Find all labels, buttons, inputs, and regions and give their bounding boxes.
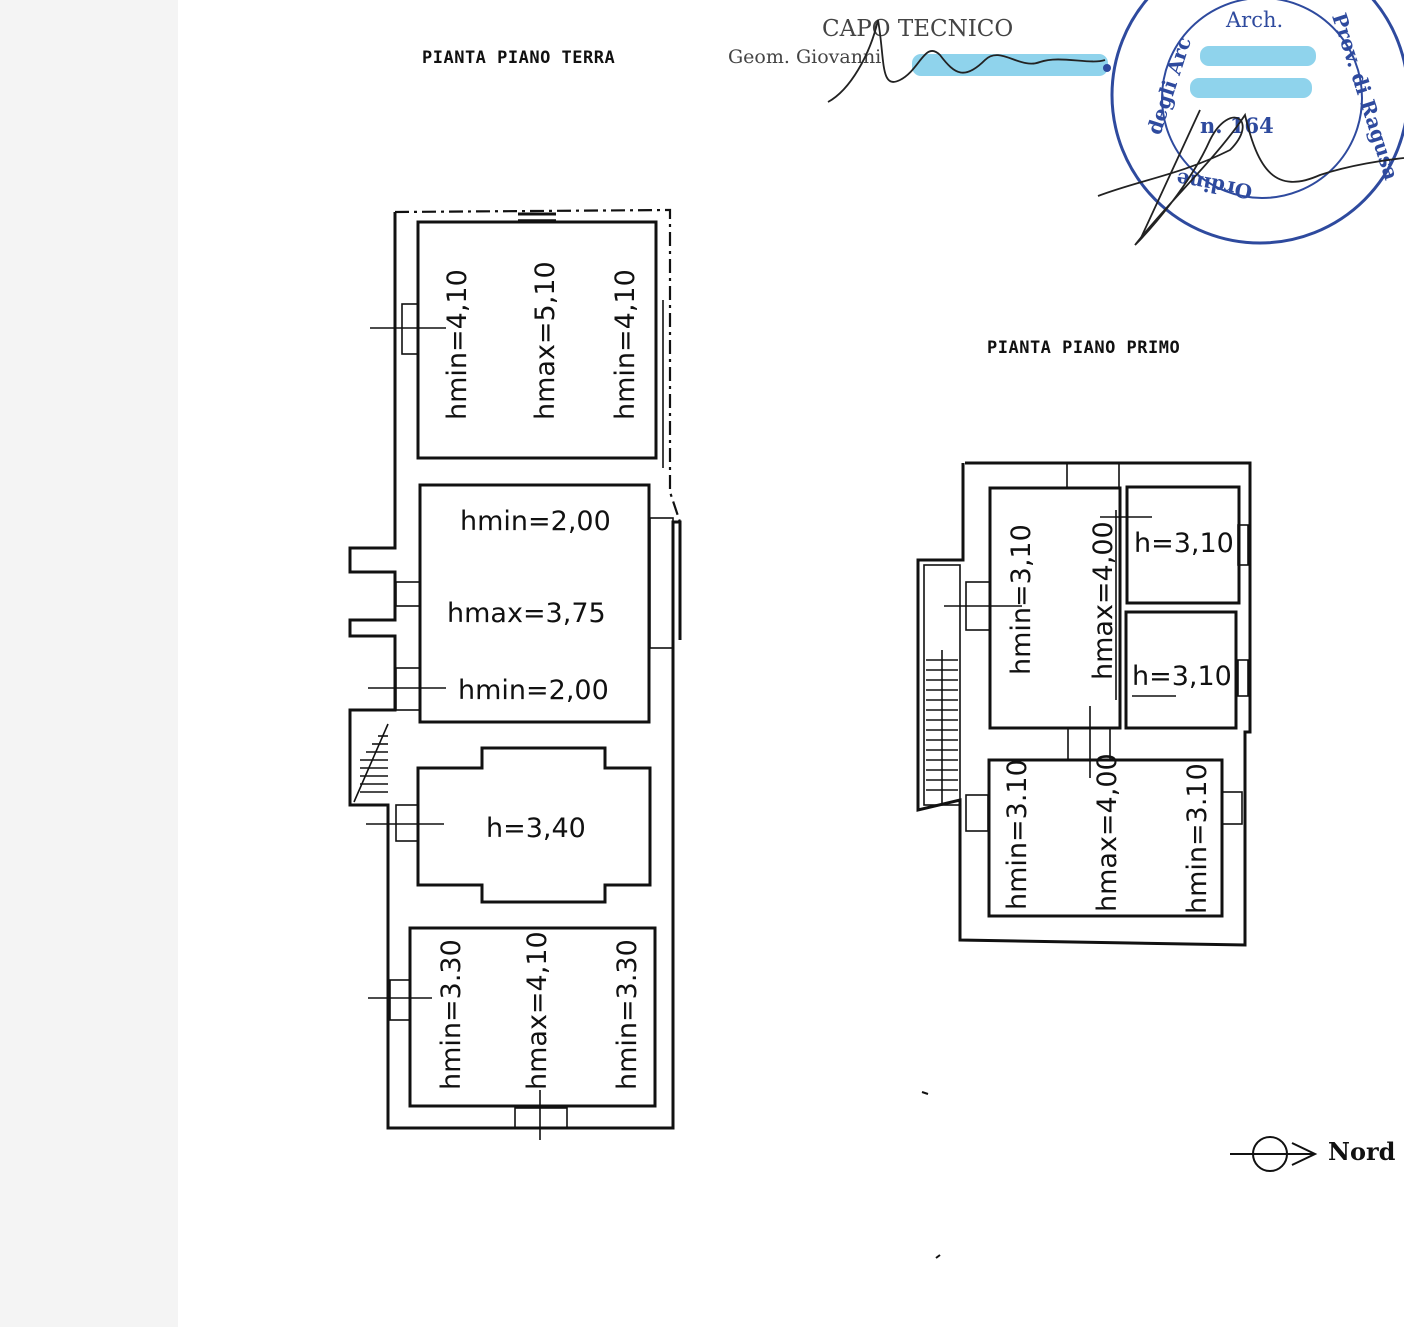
ff-room3-h: h=3,10 bbox=[1132, 661, 1232, 692]
north-label: Nord bbox=[1328, 1137, 1396, 1166]
ground-floor-plan bbox=[348, 208, 682, 1140]
stamp-title: Arch. bbox=[1226, 8, 1284, 32]
stamp-redaction-1 bbox=[1200, 46, 1316, 66]
scan-margin bbox=[0, 0, 178, 1327]
signature-tech bbox=[827, 19, 1106, 103]
ground-floor-title: PIANTA PIANO TERRA bbox=[422, 48, 616, 68]
tech-name: Geom. Giovanni bbox=[728, 46, 882, 68]
gf-room2-hmax: hmax=3,75 bbox=[447, 598, 606, 629]
stamp-seal bbox=[1110, 0, 1404, 245]
first-floor-plan bbox=[916, 461, 1252, 947]
north-arrow-icon bbox=[1230, 1136, 1318, 1172]
stamp-redaction-2 bbox=[1190, 78, 1312, 98]
ground-stair bbox=[353, 723, 389, 803]
gf-room1-hmax: hmax=5,10 bbox=[530, 261, 561, 420]
signature-stamp bbox=[1097, 109, 1404, 246]
gf-room2-hmin-top: hmin=2,00 bbox=[460, 506, 611, 537]
gf-room3-h: h=3,40 bbox=[486, 813, 586, 844]
ff-room4-hmin-right: hmin=3.10 bbox=[1182, 763, 1213, 914]
ff-room1-hmin: hmin=3,10 bbox=[1006, 524, 1037, 675]
first-floor-title: PIANTA PIANO PRIMO bbox=[987, 338, 1181, 358]
ff-room2-h: h=3,10 bbox=[1134, 528, 1234, 559]
ff-room4-hmax: hmax=4,00 bbox=[1092, 753, 1123, 912]
gf-room4-hmin-right: hmin=3.30 bbox=[612, 939, 643, 1090]
gf-room1-hmin-left: hmin=4,10 bbox=[442, 269, 473, 420]
gf-room4-hmax: hmax=4,10 bbox=[522, 931, 553, 1090]
tech-role: CAPO TECNICO bbox=[822, 16, 1014, 42]
ff-room1-hmax: hmax=4,00 bbox=[1088, 521, 1119, 680]
gf-room2-hmin-bottom: hmin=2,00 bbox=[458, 675, 609, 706]
gf-room4-hmin-left: hmin=3.30 bbox=[436, 939, 467, 1090]
ff-room4-hmin-left: hmin=3.10 bbox=[1002, 759, 1033, 910]
first-stair bbox=[923, 564, 961, 806]
gf-room1-hmin-right: hmin=4,10 bbox=[610, 269, 641, 420]
